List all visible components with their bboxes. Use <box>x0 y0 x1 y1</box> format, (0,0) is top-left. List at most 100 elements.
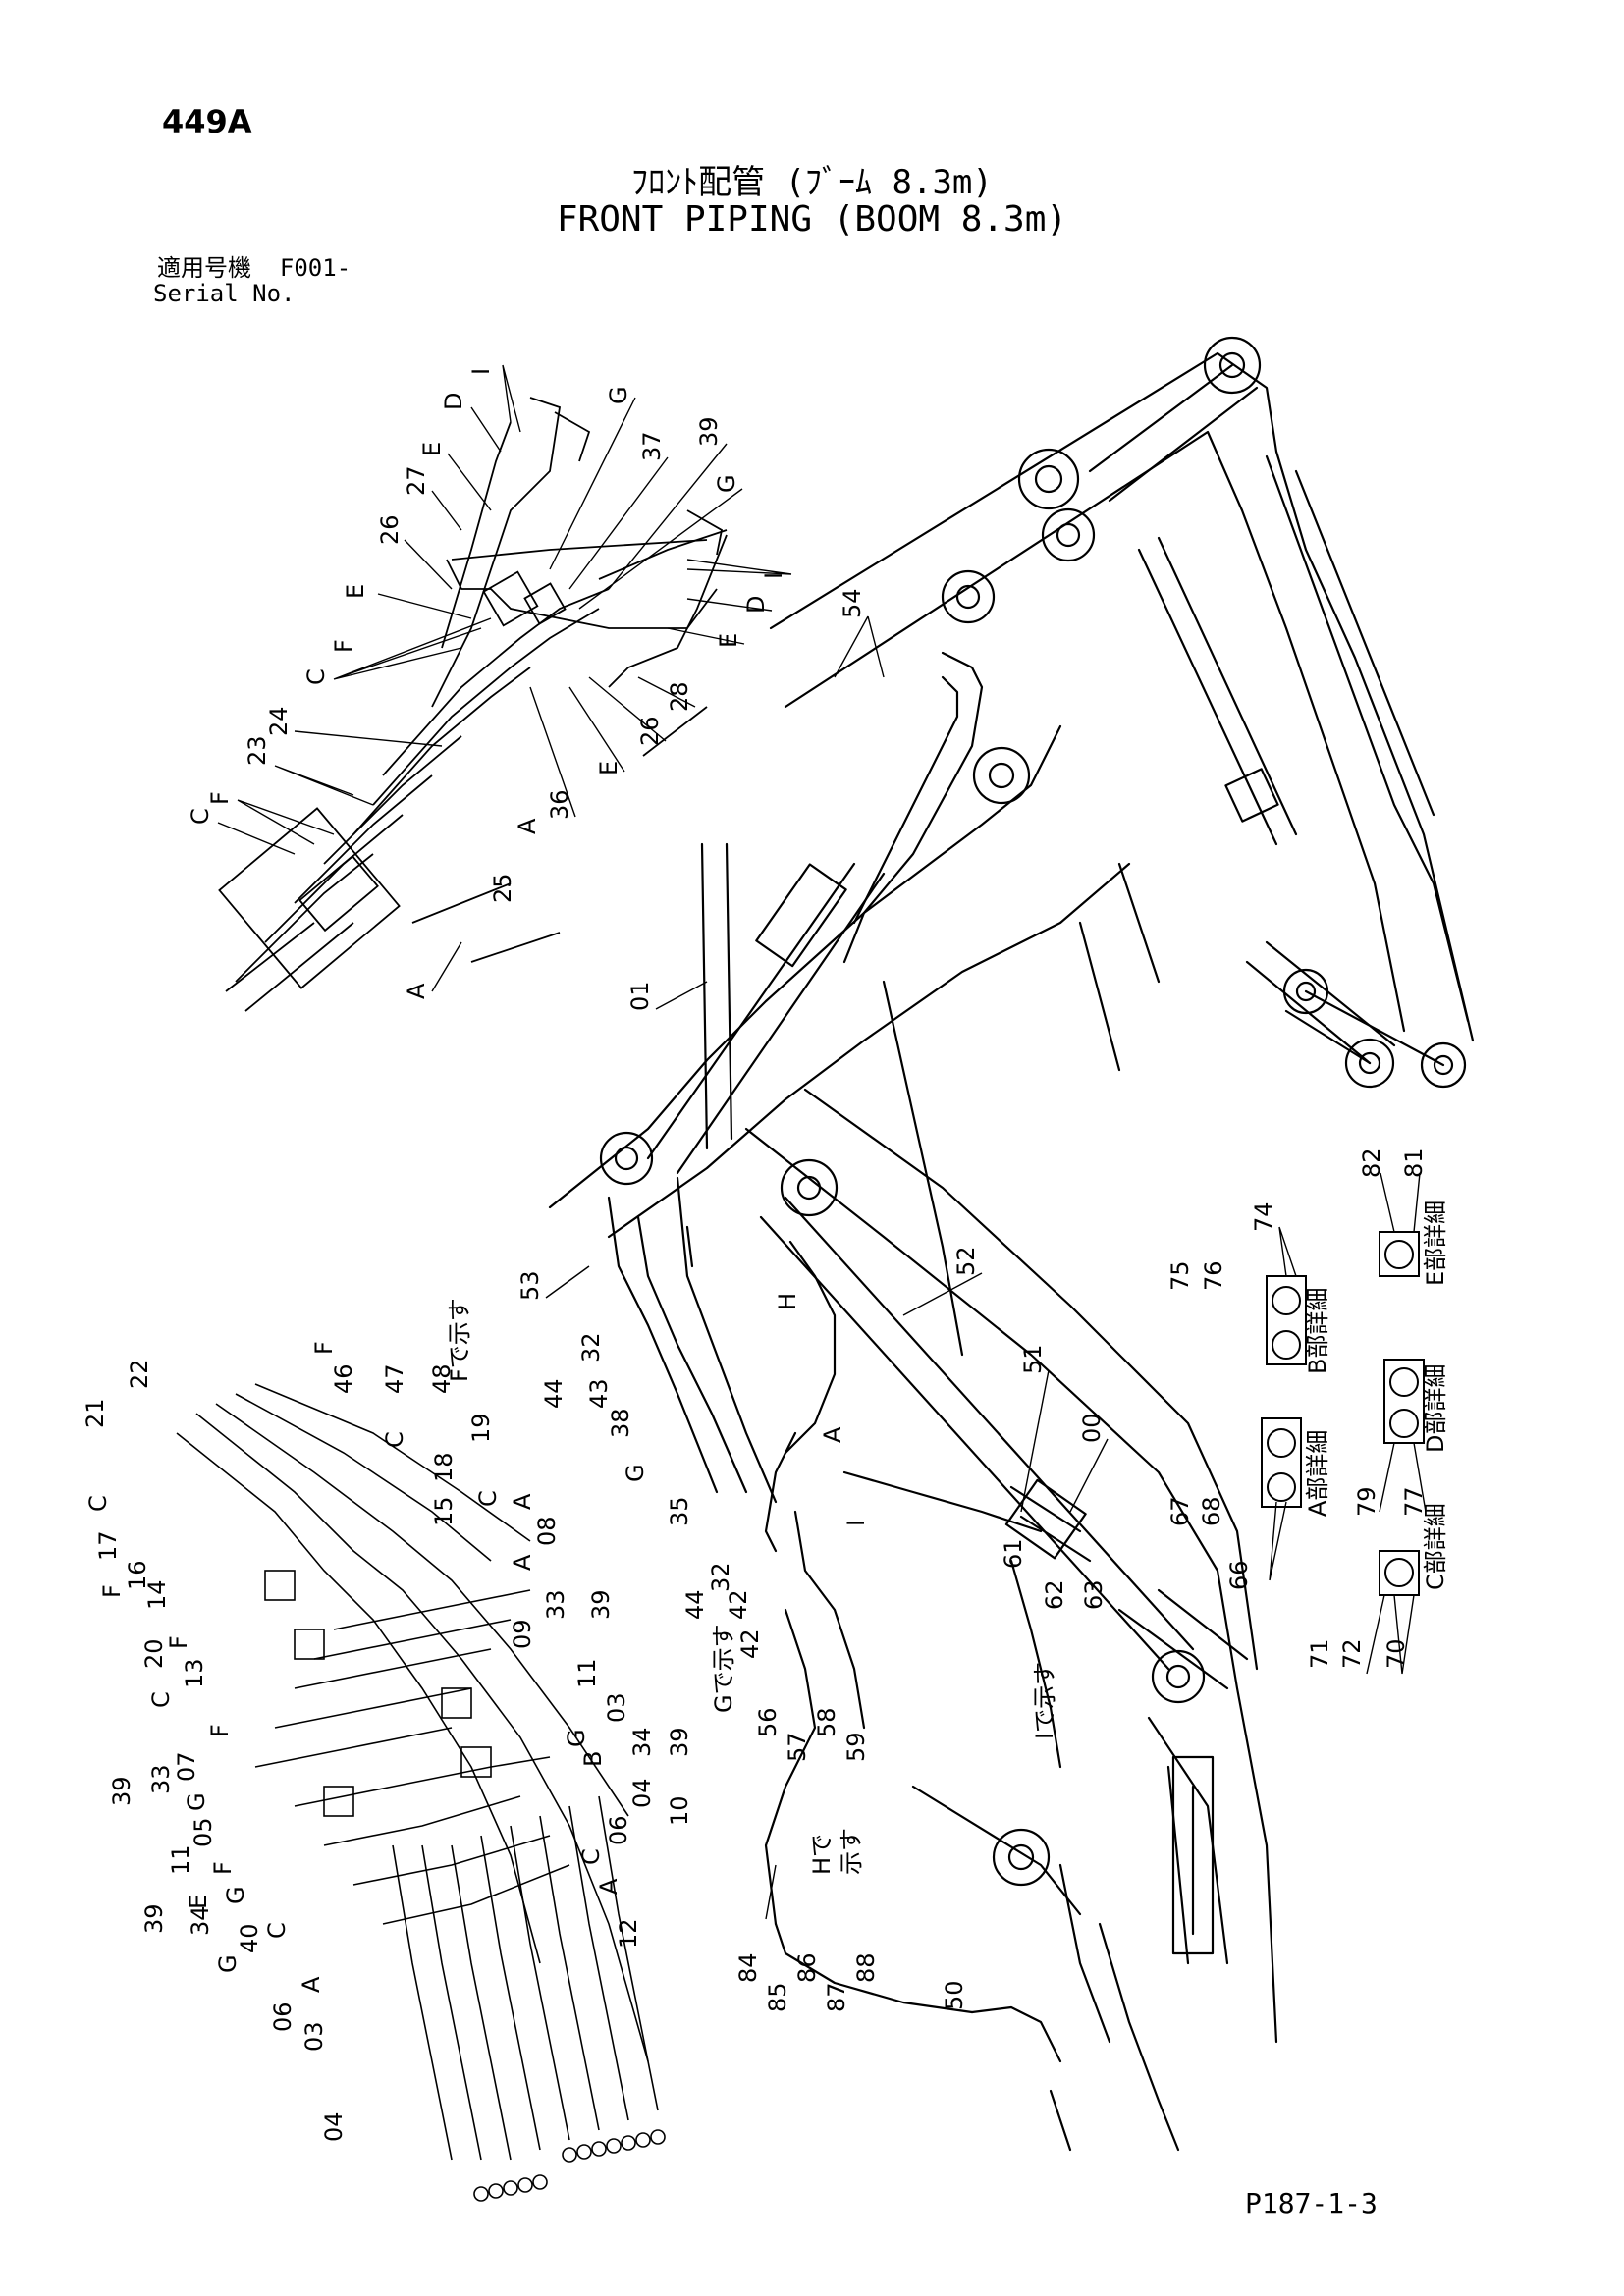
top-detail-drawing <box>218 397 728 1012</box>
callout-top-25: 25 <box>489 873 516 903</box>
detail-a-66: 66 <box>1225 1560 1253 1590</box>
callout-33-b1: 33 <box>147 1764 175 1794</box>
detail-d-77: 77 <box>1400 1486 1428 1517</box>
callout-top-G2: G <box>713 474 740 493</box>
callout-top-28: 28 <box>666 681 693 712</box>
detail-e-81: 81 <box>1400 1148 1428 1178</box>
callout-13: 13 <box>181 1658 208 1688</box>
callout-03: 03 <box>300 2021 328 2052</box>
callout-A-b3: A <box>509 1554 536 1571</box>
detail-e-82: 82 <box>1358 1148 1385 1178</box>
detail-a-clamp <box>1261 1417 1302 1508</box>
callout-C-b1: C <box>381 1431 408 1448</box>
callout-top-E2: E <box>342 584 369 599</box>
callout-32: 32 <box>577 1332 605 1362</box>
note-shown-i: Iで示す <box>1031 1662 1058 1739</box>
callout-top-27: 27 <box>403 465 430 496</box>
callout-87: 87 <box>823 1982 850 2012</box>
detail-b-75: 75 <box>1166 1260 1194 1291</box>
callout-06-b2: 06 <box>605 1815 632 1845</box>
callout-52: 52 <box>952 1246 980 1276</box>
callout-34-b2: 34 <box>628 1727 656 1757</box>
callout-42b: 42 <box>725 1589 752 1620</box>
callout-58: 58 <box>813 1707 840 1737</box>
callout-54: 54 <box>839 588 866 618</box>
callout-G-b3: G <box>214 1954 242 1973</box>
callout-35: 35 <box>666 1496 693 1526</box>
note-shown-g: Gで示す <box>710 1624 737 1713</box>
callout-15: 15 <box>430 1496 458 1526</box>
callout-85: 85 <box>764 1982 791 2012</box>
callout-F-b2: F <box>98 1584 126 1598</box>
detail-b-76: 76 <box>1200 1260 1227 1291</box>
callout-57: 57 <box>784 1732 811 1762</box>
callout-09: 09 <box>509 1619 536 1649</box>
callout-top-I2: I <box>760 572 787 579</box>
detail-a-67: 67 <box>1166 1496 1194 1526</box>
callout-top-E4: E <box>595 761 623 775</box>
callout-C-b3: C <box>147 1691 175 1708</box>
callout-top-24: 24 <box>265 706 293 736</box>
detail-d-79: 79 <box>1353 1486 1380 1517</box>
boom-arm-drawing <box>548 336 1475 2152</box>
detail-e-label: E部詳細 <box>1422 1201 1449 1286</box>
callout-C-b4: C <box>263 1922 291 1939</box>
detail-c-72: 72 <box>1338 1638 1366 1669</box>
callout-47: 47 <box>381 1363 408 1394</box>
callout-46: 46 <box>330 1363 357 1394</box>
callout-top-D: D <box>440 393 467 410</box>
detail-e-clamp <box>1379 1231 1420 1277</box>
serial-label-jp: 適用号機 <box>157 254 251 282</box>
callout-I-main: I <box>842 1520 870 1526</box>
callout-G-b2: G <box>222 1886 249 1904</box>
callout-C-b6: C <box>577 1848 605 1865</box>
callout-04-b2: 04 <box>628 1778 656 1808</box>
detail-c-label: C部詳細 <box>1422 1503 1449 1590</box>
callout-44: 44 <box>540 1378 568 1409</box>
callout-top-C: C <box>302 668 330 685</box>
callout-top-26: 26 <box>376 514 404 545</box>
callout-63: 63 <box>1080 1579 1108 1610</box>
callout-86: 86 <box>793 1952 821 1983</box>
callout-04: 04 <box>320 2111 348 2142</box>
callout-03-b2: 03 <box>603 1692 630 1723</box>
callout-A-b1: A <box>298 1976 325 1993</box>
leader-lines <box>217 364 1427 1920</box>
callout-39-b2: 39 <box>140 1903 168 1934</box>
detail-c-71: 71 <box>1306 1638 1333 1669</box>
note-shown-h-top: Hで <box>808 1834 836 1875</box>
callout-33-b2: 33 <box>542 1589 569 1620</box>
callout-G-b1: G <box>183 1792 210 1811</box>
callout-20: 20 <box>140 1638 168 1669</box>
detail-c-clamp <box>1379 1550 1420 1596</box>
callout-18: 18 <box>430 1452 458 1482</box>
callout-G-b4: G <box>563 1729 590 1747</box>
callout-labels: I D E 27 26 E C F 24 23 C F A G 37 39 G … <box>81 368 1449 2142</box>
callout-top-E: E <box>418 442 446 456</box>
callout-F-b3: F <box>165 1635 192 1649</box>
callout-17: 17 <box>94 1530 122 1561</box>
page-number: 449A <box>162 103 252 140</box>
callout-08: 08 <box>533 1516 561 1546</box>
callout-top-37: 37 <box>638 431 666 461</box>
callout-top-36: 36 <box>546 789 573 820</box>
detail-c-70: 70 <box>1382 1638 1410 1669</box>
footer-code: P187-1-3 <box>1245 2187 1378 2219</box>
callout-56: 56 <box>754 1707 782 1737</box>
callout-top-39: 39 <box>695 416 723 447</box>
callout-39-b3: 39 <box>587 1589 615 1620</box>
detail-d-label: D部詳細 <box>1422 1364 1449 1453</box>
callout-34-b1: 34 <box>187 1905 214 1936</box>
callout-A-b2: A <box>509 1493 536 1510</box>
callout-22: 22 <box>126 1359 153 1389</box>
callout-53: 53 <box>516 1270 544 1301</box>
callout-top-C2: C <box>187 808 214 825</box>
callout-21: 21 <box>81 1398 109 1428</box>
callout-84: 84 <box>734 1952 762 1983</box>
pipe-end-rings <box>473 2129 666 2202</box>
callout-F-b1: F <box>310 1341 338 1355</box>
callout-19: 19 <box>467 1413 495 1443</box>
detail-a-label: A部詳細 <box>1304 1430 1331 1517</box>
callout-C-b5: C <box>474 1490 502 1507</box>
callout-12: 12 <box>615 1918 642 1949</box>
